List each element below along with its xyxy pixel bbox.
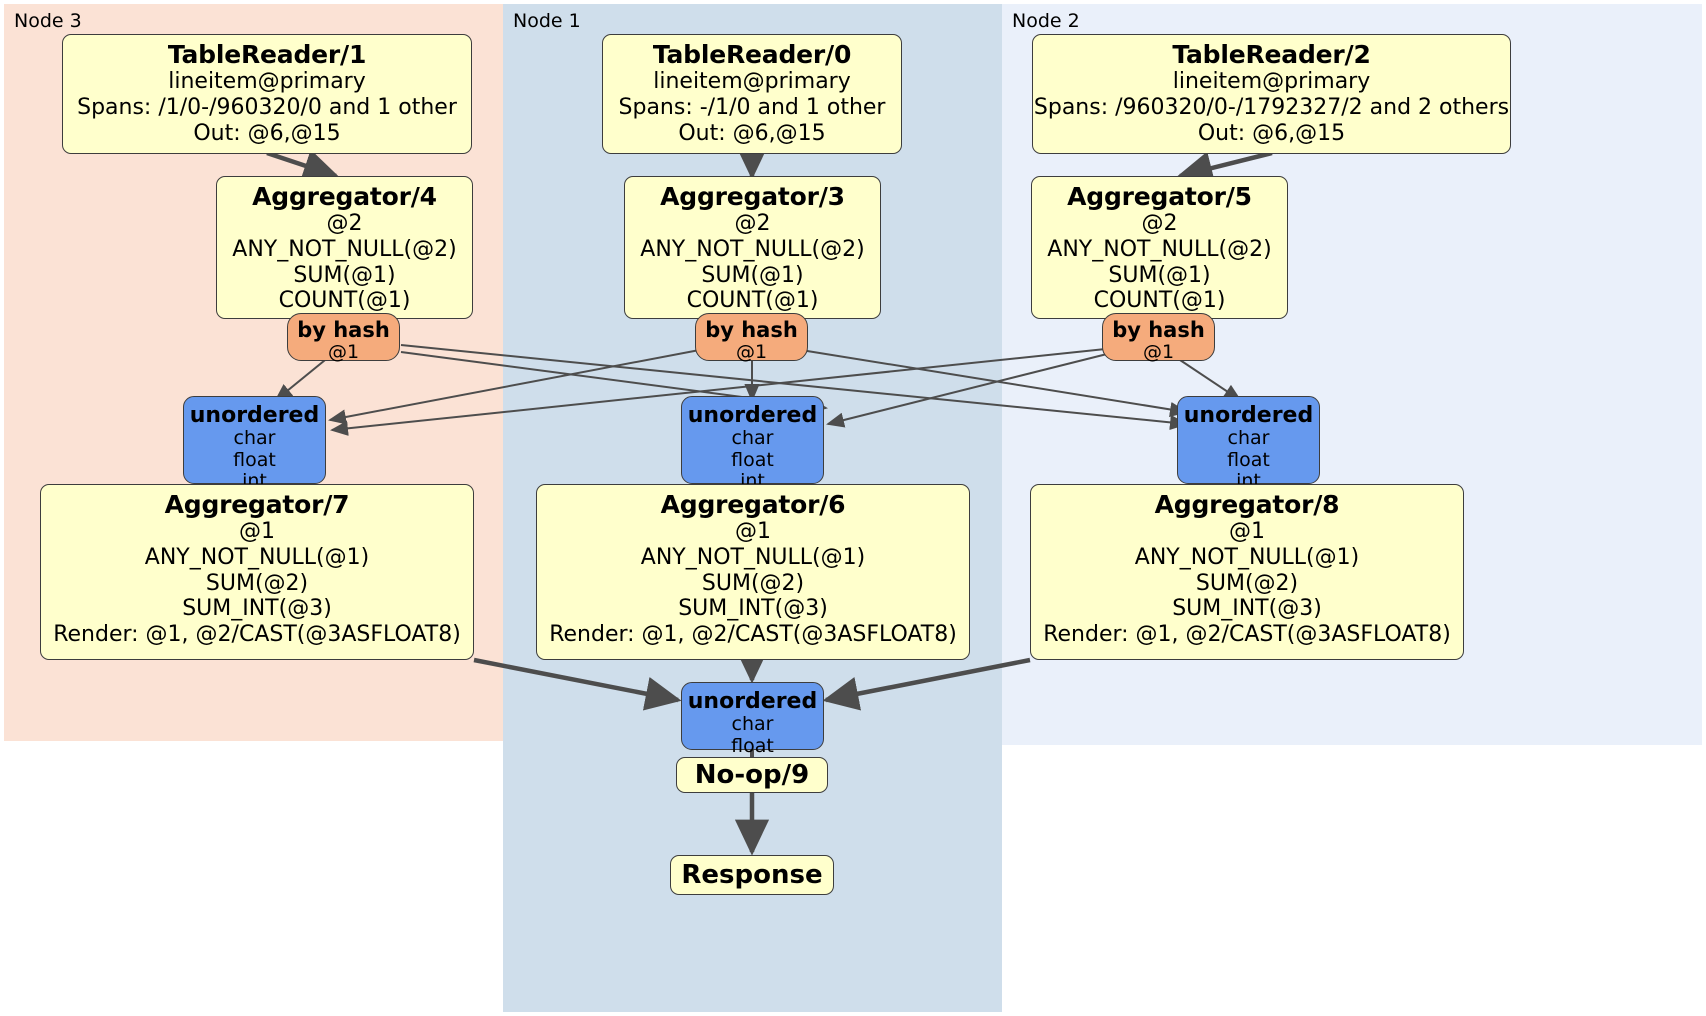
processor-detail-line: COUNT(@1)	[278, 288, 411, 314]
synchronizer-type-line: float	[233, 448, 276, 471]
processor-title: Aggregator/7	[164, 490, 350, 519]
processor-detail-line: lineitem@primary	[168, 69, 366, 95]
processor-title: TableReader/2	[1172, 40, 1371, 69]
router-detail-line: @1	[735, 341, 768, 364]
processor-detail-line: Spans: /960320/0-/1792327/2 and 2 others	[1033, 94, 1510, 120]
synchronizer-unordered-final[interactable]: unordered char float	[681, 682, 824, 756]
processor-detail-line: @2	[326, 211, 363, 237]
router-title: by hash	[1112, 318, 1205, 342]
response-node[interactable]: Response	[670, 855, 834, 895]
synchronizer-type-line: char	[233, 427, 276, 450]
processor-detail-line: lineitem@primary	[653, 69, 851, 95]
synchronizer-title: unordered	[687, 403, 818, 428]
node-panel-label-node2: Node 2	[1012, 10, 1080, 32]
node-panel-label-node1: Node 1	[513, 10, 581, 32]
processor-detail-line: lineitem@primary	[1172, 69, 1371, 95]
processor-title: TableReader/0	[652, 40, 852, 69]
synchronizer-title: unordered	[1183, 403, 1314, 428]
processor-detail-line: ANY_NOT_NULL(@2)	[640, 236, 865, 262]
processor-noop-9[interactable]: No-op/9	[676, 757, 828, 793]
processor-detail-line: SUM(@1)	[293, 262, 396, 288]
synchronizer-unordered-7[interactable]: unordered char float int	[183, 396, 326, 492]
router-by-hash-3[interactable]: by hash @1	[695, 313, 808, 364]
processor-aggregator-8[interactable]: Aggregator/8 @1 ANY_NOT_NULL(@1) SUM(@2)…	[1030, 484, 1464, 660]
processor-detail-line: @1	[239, 519, 275, 545]
processor-noop-label: No-op/9	[694, 760, 810, 790]
processor-title: Aggregator/8	[1154, 490, 1340, 519]
processor-detail-line: Out: @6,@15	[678, 120, 826, 146]
processor-title: Aggregator/5	[1067, 182, 1252, 211]
synchronizer-title: unordered	[189, 403, 320, 428]
router-detail-line: @1	[327, 341, 360, 364]
processor-detail-line: Spans: -/1/0 and 1 other	[618, 94, 886, 120]
processor-detail-line: Out: @6,@15	[193, 120, 341, 146]
processor-render-line: Render: @1, @2/CAST(@3ASFLOAT8)	[549, 622, 957, 648]
processor-title: TableReader/1	[167, 40, 367, 69]
router-title: by hash	[705, 318, 798, 342]
processor-render-line: Render: @1, @2/CAST(@3ASFLOAT8)	[1043, 622, 1451, 648]
processor-detail-line: Spans: /1/0-/960320/0 and 1 other	[77, 94, 457, 120]
processor-detail-line: @1	[735, 519, 771, 545]
processor-aggregator-6[interactable]: Aggregator/6 @1 ANY_NOT_NULL(@1) SUM(@2)…	[536, 484, 970, 660]
processor-detail-line: SUM_INT(@3)	[182, 596, 332, 622]
synchronizer-type-line: char	[1227, 427, 1270, 450]
processor-detail-line: SUM(@2)	[1195, 570, 1299, 596]
processor-aggregator-5[interactable]: Aggregator/5 @2 ANY_NOT_NULL(@2) SUM(@1)…	[1031, 176, 1288, 319]
processor-detail-line: Out: @6,@15	[1197, 120, 1346, 146]
processor-detail-line: ANY_NOT_NULL(@1)	[1134, 544, 1360, 570]
processor-title: Aggregator/6	[660, 490, 846, 519]
processor-tablereader-0[interactable]: TableReader/0 lineitem@primary Spans: -/…	[602, 34, 902, 154]
processor-detail-line: SUM(@2)	[205, 570, 309, 596]
synchronizer-unordered-6[interactable]: unordered char float int	[681, 396, 824, 492]
processor-detail-line: SUM(@1)	[1108, 262, 1211, 288]
processor-detail-line: SUM(@1)	[701, 262, 804, 288]
processor-tablereader-2[interactable]: TableReader/2 lineitem@primary Spans: /9…	[1032, 34, 1511, 154]
synchronizer-type-line: char	[731, 713, 774, 736]
processor-detail-line: ANY_NOT_NULL(@2)	[1047, 236, 1272, 262]
processor-detail-line: @2	[734, 211, 771, 237]
router-by-hash-5[interactable]: by hash @1	[1102, 313, 1215, 364]
processor-detail-line: SUM(@2)	[701, 570, 805, 596]
synchronizer-unordered-8[interactable]: unordered char float int	[1177, 396, 1320, 492]
processor-detail-line: COUNT(@1)	[686, 288, 819, 314]
router-by-hash-4[interactable]: by hash @1	[287, 313, 400, 364]
processor-aggregator-4[interactable]: Aggregator/4 @2 ANY_NOT_NULL(@2) SUM(@1)…	[216, 176, 473, 319]
processor-detail-line: @2	[1141, 211, 1178, 237]
synchronizer-type-line: float	[731, 734, 774, 757]
router-title: by hash	[297, 318, 390, 342]
processor-detail-line: ANY_NOT_NULL(@1)	[640, 544, 866, 570]
processor-detail-line: ANY_NOT_NULL(@2)	[232, 236, 457, 262]
processor-detail-line: COUNT(@1)	[1093, 288, 1226, 314]
synchronizer-type-line: float	[1227, 448, 1270, 471]
processor-render-line: Render: @1, @2/CAST(@3ASFLOAT8)	[53, 622, 461, 648]
node-panel-label-node3: Node 3	[14, 10, 82, 32]
processor-title: Aggregator/4	[252, 182, 437, 211]
processor-detail-line: ANY_NOT_NULL(@1)	[144, 544, 370, 570]
processor-tablereader-1[interactable]: TableReader/1 lineitem@primary Spans: /1…	[62, 34, 472, 154]
processor-detail-line: SUM_INT(@3)	[1172, 596, 1322, 622]
synchronizer-type-line: float	[731, 448, 774, 471]
response-label: Response	[681, 860, 823, 890]
processor-aggregator-3[interactable]: Aggregator/3 @2 ANY_NOT_NULL(@2) SUM(@1)…	[624, 176, 881, 319]
processor-detail-line: SUM_INT(@3)	[678, 596, 828, 622]
synchronizer-title: unordered	[687, 689, 818, 714]
processor-aggregator-7[interactable]: Aggregator/7 @1 ANY_NOT_NULL(@1) SUM(@2)…	[40, 484, 474, 660]
router-detail-line: @1	[1142, 341, 1175, 364]
processor-title: Aggregator/3	[660, 182, 845, 211]
processor-detail-line: @1	[1229, 519, 1265, 545]
synchronizer-type-line: char	[731, 427, 774, 450]
